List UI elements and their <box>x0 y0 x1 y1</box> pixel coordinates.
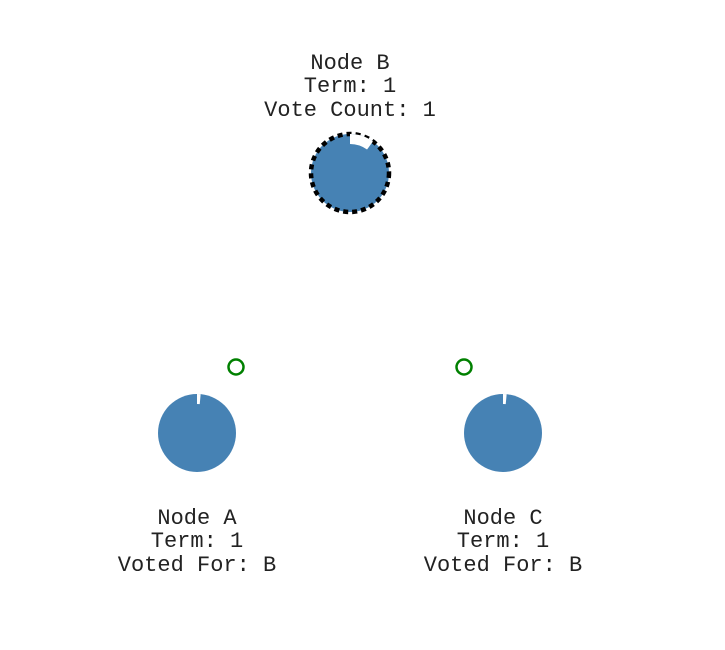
node-a-voted-for: Voted For: B <box>118 553 276 578</box>
node-a-name: Node A <box>157 506 237 531</box>
vote-message-from-a <box>227 358 245 376</box>
node-c-voted-for: Voted For: B <box>424 553 582 578</box>
node-b-vote-count: Vote Count: 1 <box>264 98 436 123</box>
node-c-circle[interactable] <box>464 394 542 472</box>
node-b: Node B Term: 1 Vote Count: 1 <box>264 51 436 215</box>
node-b-term: Term: 1 <box>304 74 396 99</box>
node-a-circle[interactable] <box>158 394 236 472</box>
node-c-election-timer <box>503 393 507 405</box>
node-b-name: Node B <box>310 51 389 76</box>
node-c-name: Node C <box>463 506 542 531</box>
node-c: Node C Term: 1 Voted For: B <box>424 393 582 578</box>
node-a-term: Term: 1 <box>151 529 243 554</box>
node-c-term: Term: 1 <box>457 529 549 554</box>
node-a-election-timer <box>197 393 201 405</box>
node-b-circle[interactable] <box>308 131 392 215</box>
node-a: Node A Term: 1 Voted For: B <box>118 393 276 578</box>
vote-message-from-c <box>455 358 473 376</box>
node-b-election-timer <box>350 134 373 150</box>
